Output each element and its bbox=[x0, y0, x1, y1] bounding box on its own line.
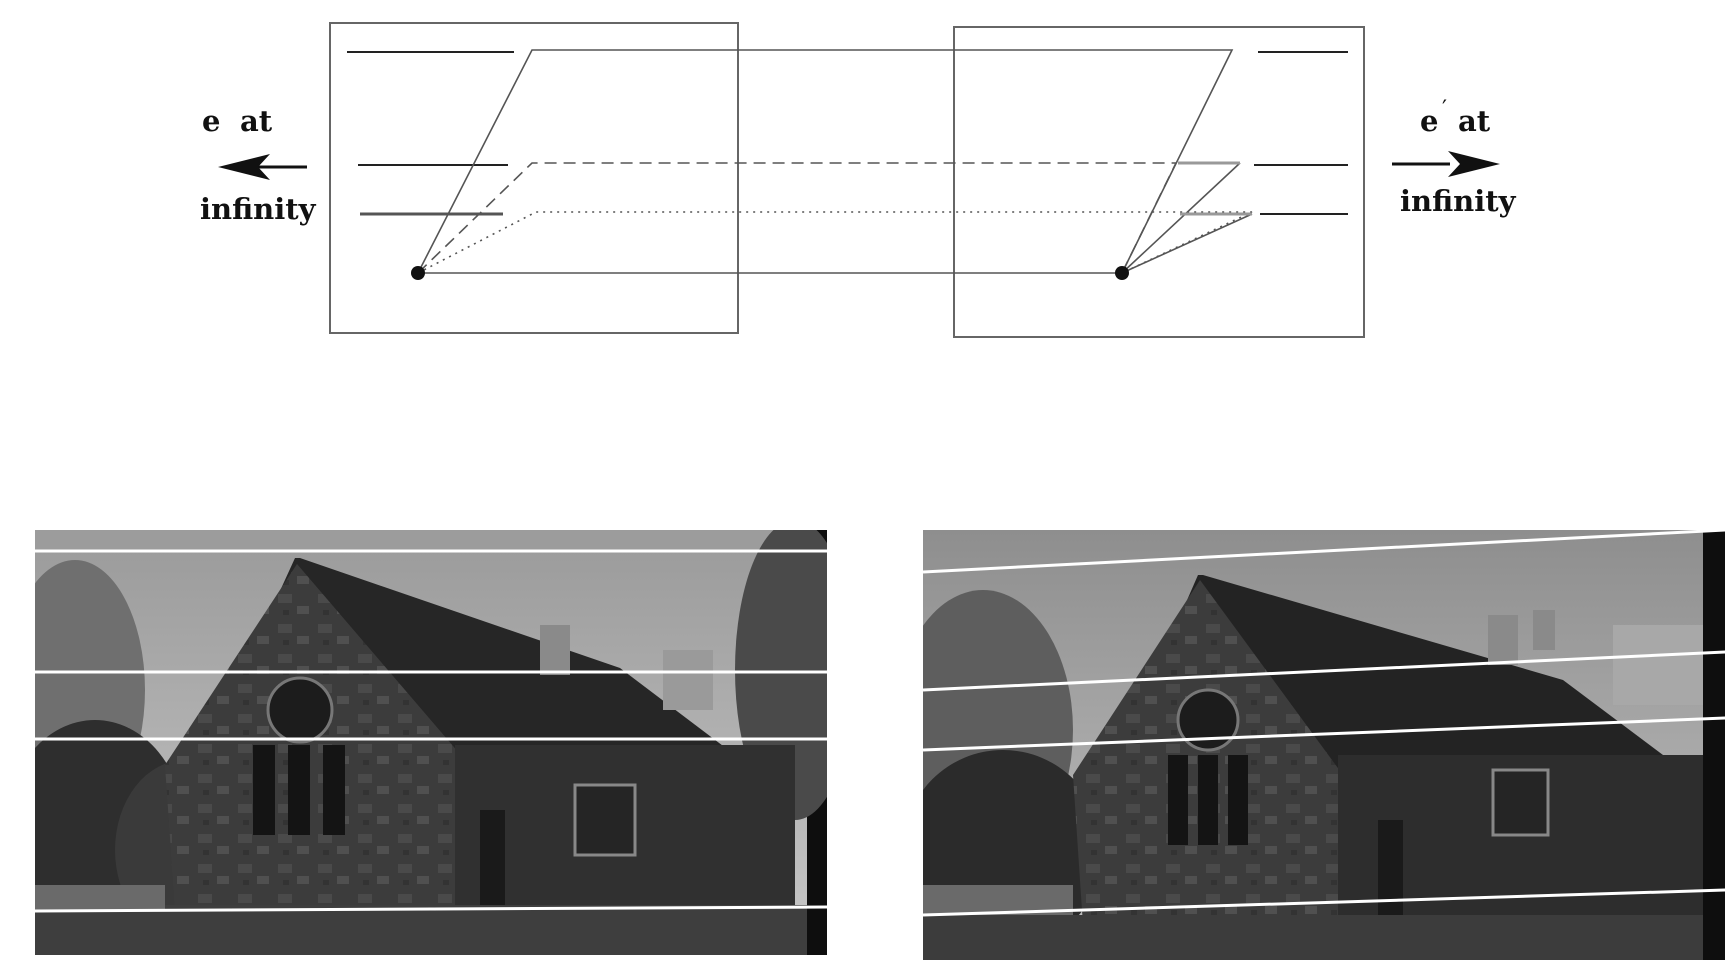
right-infinity-label: infinity bbox=[1400, 184, 1517, 218]
left-rectified-photo bbox=[35, 530, 827, 955]
right-rectified-photo bbox=[923, 530, 1725, 960]
right-arrow-icon bbox=[1392, 151, 1500, 177]
construction-lines bbox=[417, 49, 1253, 274]
right-epipolar-lines bbox=[1254, 51, 1348, 215]
right-camera-centre bbox=[1115, 266, 1129, 280]
right-at-label: at bbox=[1458, 104, 1491, 138]
left-infinity-label: infinity bbox=[200, 192, 317, 226]
right-prime-mark: ′ bbox=[1442, 97, 1447, 122]
top-diagram: e at infinity e ′ at infinity bbox=[200, 22, 1517, 338]
right-image-frame bbox=[953, 26, 1365, 338]
left-image-frame bbox=[329, 22, 739, 334]
left-camera-centre bbox=[411, 266, 425, 280]
left-at-label: at bbox=[240, 104, 273, 138]
left-arrow-icon bbox=[218, 154, 307, 180]
left-epipole-label: e bbox=[202, 104, 220, 138]
right-epipole-label: e bbox=[1420, 104, 1438, 138]
